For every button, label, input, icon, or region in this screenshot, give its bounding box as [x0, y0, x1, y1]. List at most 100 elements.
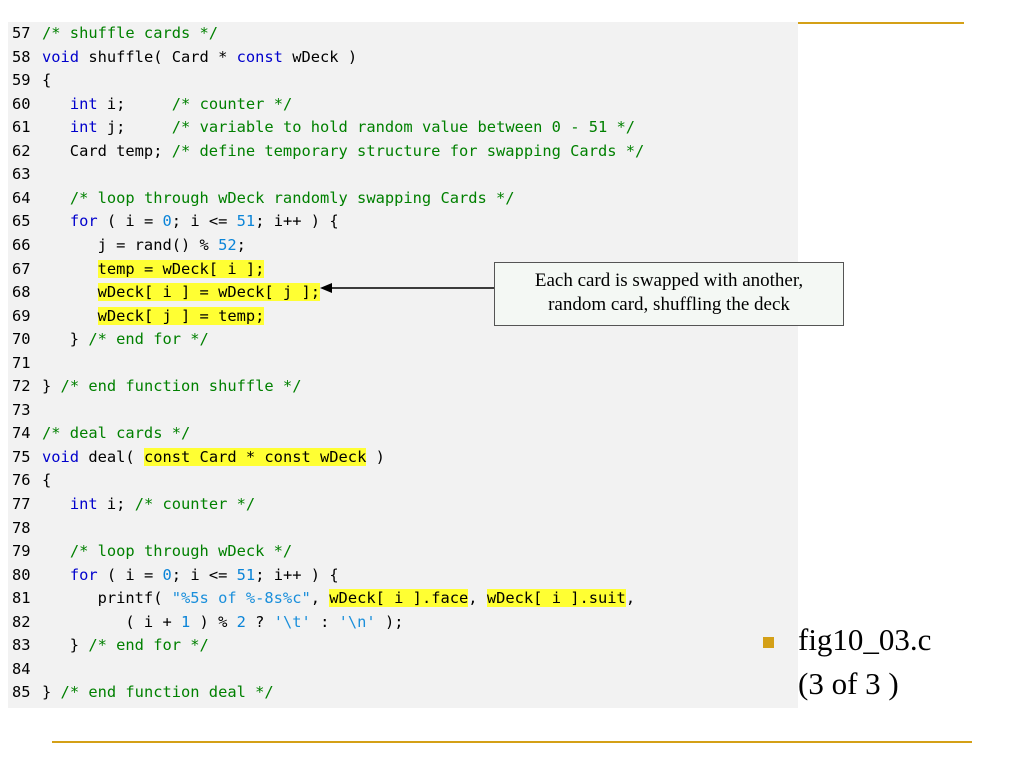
code-token: '\n' — [338, 612, 376, 631]
code-token: "%5s of %-8s%c" — [171, 589, 311, 608]
code-token: ; — [236, 235, 246, 254]
code-token: shuffle( Card * — [79, 47, 237, 66]
code-token: wDeck[ j ] = temp; — [97, 306, 265, 325]
code-token: } — [42, 377, 61, 396]
code-token — [42, 95, 70, 113]
line-number: 62 — [12, 141, 31, 160]
code-token: } — [42, 636, 89, 655]
line-number: 80 — [12, 565, 31, 584]
bullet-icon — [763, 637, 774, 648]
code-token: int — [69, 495, 98, 513]
code-token — [42, 495, 70, 513]
code-line: 66 j = rand() % 52; — [12, 234, 246, 257]
callout-line-1: Each card is swapped with another, — [534, 270, 804, 291]
code-token: 52 — [218, 235, 237, 254]
line-number: 73 — [12, 400, 31, 419]
line-number: 59 — [12, 71, 31, 90]
code-token: temp = wDeck[ i ]; — [97, 259, 265, 278]
code-line: 83 } /* end for */ — [12, 634, 209, 657]
code-line: 63 — [12, 163, 42, 186]
code-line: 80 for ( i = 0; i <= 51; i++ ) { — [12, 564, 339, 587]
line-number: 60 — [12, 94, 31, 113]
line-number: 82 — [12, 612, 31, 631]
code-token: /* end function shuffle */ — [60, 377, 302, 396]
code-token: , — [468, 589, 487, 608]
code-token: '\t' — [273, 612, 311, 631]
code-token: Card temp; — [42, 141, 172, 160]
line-number: 78 — [12, 518, 31, 537]
code-token: 2 — [236, 612, 246, 631]
line-number: 75 — [12, 447, 31, 466]
top-divider — [798, 22, 964, 24]
code-token — [42, 283, 98, 301]
code-token: /* counter */ — [171, 94, 293, 113]
line-number: 70 — [12, 330, 31, 349]
code-token: 0 — [162, 565, 172, 584]
code-line: 59 { — [12, 69, 51, 92]
code-token: ) % — [190, 612, 237, 631]
line-number: 84 — [12, 659, 31, 678]
code-token — [42, 307, 98, 325]
code-token: const Card * const wDeck — [143, 447, 367, 466]
code-token — [42, 566, 70, 584]
code-token: for — [69, 212, 98, 231]
code-line: 81 printf( "%5s of %-8s%c", wDeck[ i ].f… — [12, 587, 635, 610]
code-token: /* loop through wDeck randomly swapping … — [69, 188, 515, 207]
code-token: 51 — [236, 212, 256, 231]
line-number: 66 — [12, 235, 31, 254]
arrow-icon — [320, 283, 496, 293]
code-token — [42, 260, 98, 278]
line-number: 74 — [12, 424, 31, 443]
line-number: 63 — [12, 165, 31, 184]
code-token: deal( — [79, 447, 144, 466]
code-token: printf( — [42, 589, 172, 608]
code-token: wDeck[ i ] = wDeck[ j ]; — [97, 283, 320, 302]
line-number: 65 — [12, 212, 31, 231]
code-token: i; — [97, 94, 172, 113]
code-token: wDeck ) — [282, 47, 358, 66]
code-token — [42, 542, 70, 560]
code-token: wDeck[ i ].face — [329, 589, 469, 608]
code-line: 60 int i; /* counter */ — [12, 93, 292, 116]
code-line: 57/* shuffle cards */ — [12, 22, 218, 45]
code-line: 71 — [12, 352, 42, 375]
code-token: /* deal cards */ — [42, 424, 191, 443]
line-number: 72 — [12, 377, 31, 396]
line-number: 76 — [12, 471, 31, 490]
code-token: ; i <= — [171, 212, 237, 231]
code-token: } — [42, 330, 89, 349]
code-token: ; i <= — [171, 565, 237, 584]
code-token: i; — [97, 495, 135, 513]
code-line: 85} /* end function deal */ — [12, 681, 274, 704]
code-line: 76{ — [12, 469, 51, 492]
line-number: 77 — [12, 495, 31, 513]
line-number: 58 — [12, 47, 31, 66]
code-token: { — [42, 71, 52, 90]
code-token: ( i + — [42, 612, 181, 631]
line-number: 69 — [12, 306, 31, 325]
line-number: 81 — [12, 589, 31, 608]
code-token: 51 — [236, 565, 256, 584]
code-token: /* define temporary structure for swappi… — [171, 141, 645, 160]
code-line: 72} /* end function shuffle */ — [12, 375, 301, 398]
code-line: 79 /* loop through wDeck */ — [12, 540, 292, 563]
code-token: ; i++ ) { — [255, 212, 339, 231]
code-line: 64 /* loop through wDeck randomly swappi… — [12, 187, 515, 210]
bottom-divider — [52, 741, 972, 743]
code-line: 69 wDeck[ j ] = temp; — [12, 305, 265, 328]
code-line: 74 /* deal cards */ — [12, 422, 190, 445]
callout-line-2: random card, shuffling the deck — [548, 294, 790, 315]
code-token: ( i = — [97, 565, 163, 584]
code-token: /* variable to hold random value between… — [171, 118, 636, 137]
code-line: 78 — [12, 517, 42, 540]
code-token — [42, 118, 70, 136]
line-number: 68 — [12, 283, 31, 302]
code-token: , — [310, 589, 330, 608]
code-line: 82 ( i + 1 ) % 2 ? '\t' : '\n' ); — [12, 611, 404, 634]
line-number: 61 — [12, 118, 31, 137]
code-token: void — [42, 447, 80, 466]
code-token: , — [625, 589, 636, 608]
file-name: fig10_03.c — [798, 622, 932, 657]
